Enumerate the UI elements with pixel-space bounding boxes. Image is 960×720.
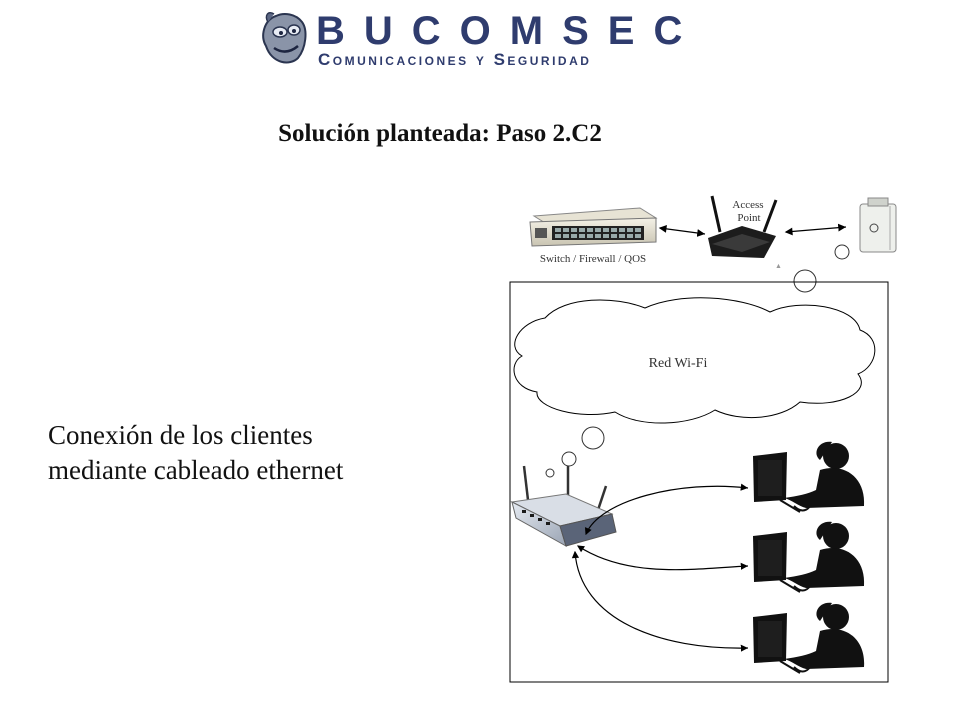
outdoor-antenna-icon [859, 197, 897, 253]
cable-client-2 [576, 545, 749, 571]
access-point-label-2: Point [737, 212, 760, 224]
client-workstation-1-icon [753, 441, 865, 513]
ap-outdoor-link [784, 223, 847, 236]
switch-device-icon [529, 207, 658, 247]
body-line-2: mediante cableado ethernet [48, 455, 344, 485]
slide-body-text: Conexión de los clientes mediante cablea… [48, 418, 448, 488]
cable-client-3 [571, 550, 749, 652]
switch-ap-link [658, 224, 706, 237]
client-workstation-2-icon [753, 521, 865, 593]
client-workstation-3-icon [753, 602, 865, 674]
wifi-cloud [513, 297, 876, 424]
logo-tagline: Comunicaciones y Seguridad [318, 50, 591, 69]
access-point-label-1: Access [732, 199, 763, 211]
cable-client-1 [584, 483, 749, 536]
wifi-cloud-label: Red Wi-Fi [649, 356, 708, 371]
switch-label: Switch / Firewall / QOS [540, 253, 646, 265]
router-icon [510, 465, 617, 548]
access-point-icon [708, 195, 778, 258]
bucomsec-logo: BUCOMSEC Comunicaciones y Seguridad [262, 9, 701, 69]
lan-frame [509, 281, 889, 683]
svg-text:▲: ▲ [775, 262, 782, 270]
body-line-1: Conexión de los clientes [48, 420, 313, 450]
slide-title: Solución planteada: Paso 2.C2 [278, 120, 602, 147]
bulldog-mascot-icon [262, 11, 307, 64]
logo-brand: BUCOMSEC [316, 9, 701, 53]
